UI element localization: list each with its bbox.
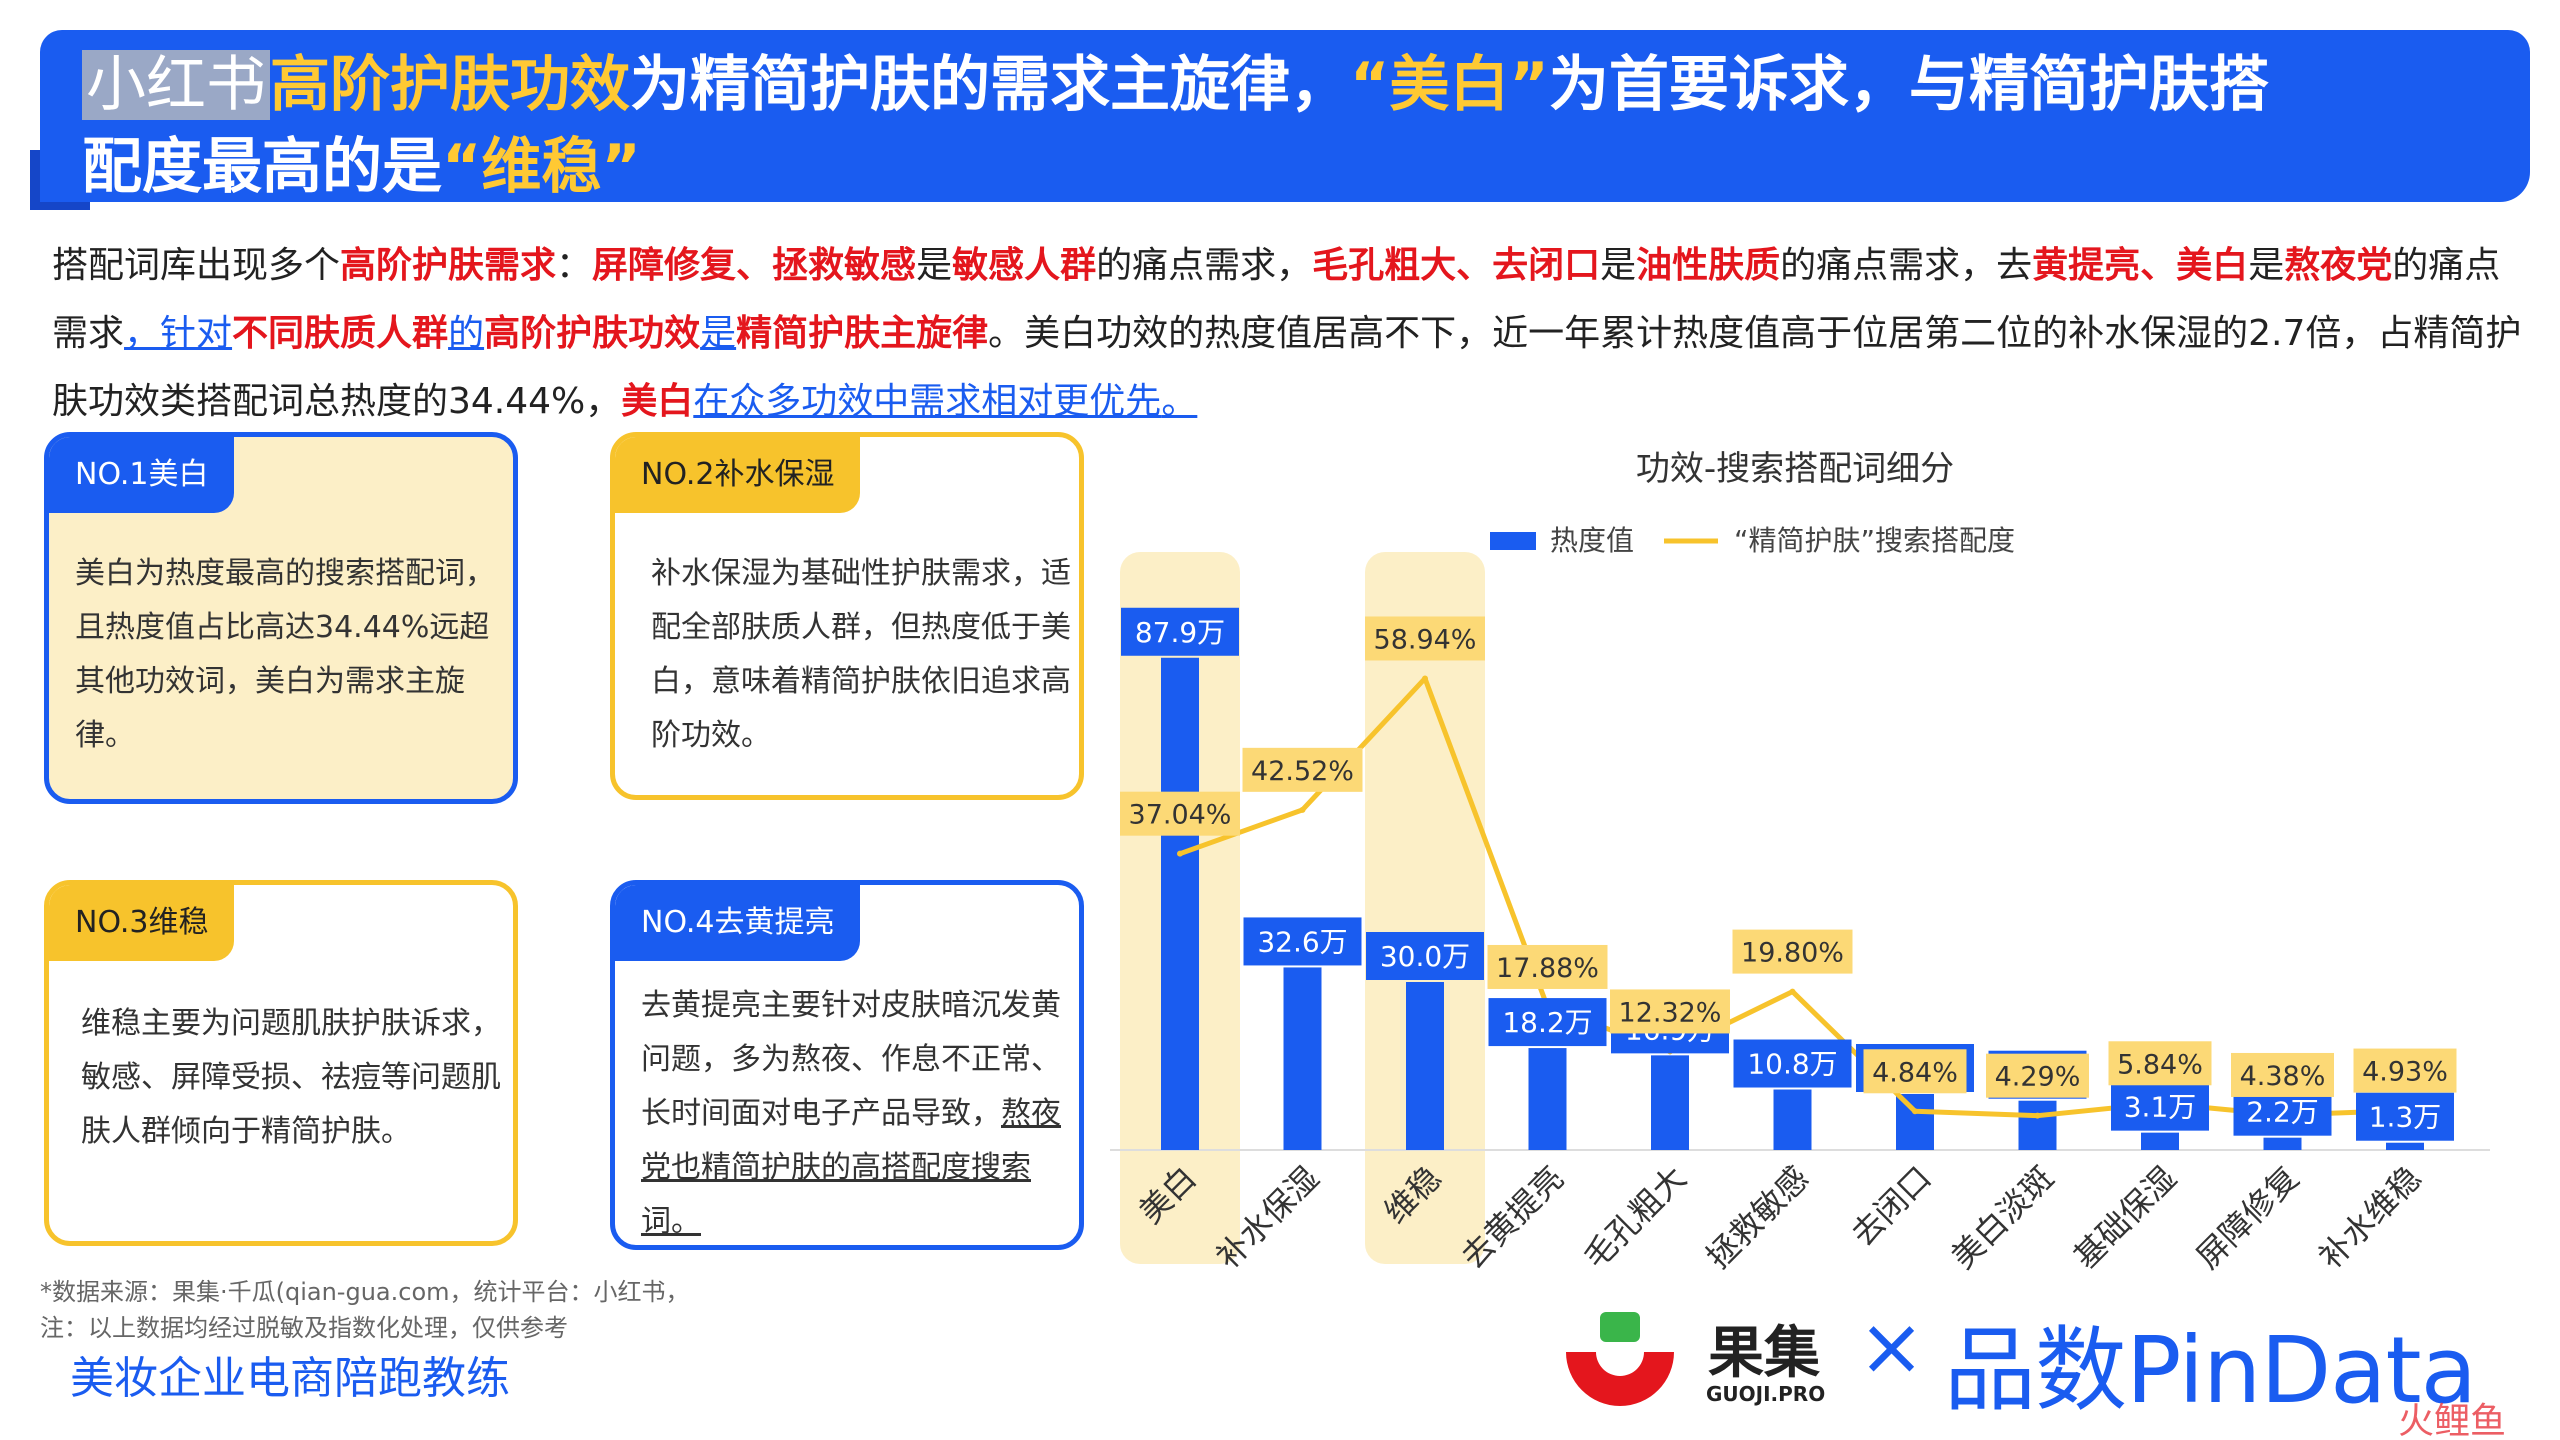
bar-9 <box>2263 1137 2302 1150</box>
card-body: 去黄提亮主要针对皮肤暗沉发黄问题，多为熬夜、作息不正常、长时间面对电子产品导致，… <box>641 988 1061 1239</box>
pindata-logo: 品数PinData <box>1944 1317 2477 1424</box>
line-label-bg-6 <box>1863 1049 1967 1094</box>
card-body: 美白为热度最高的搜索搭配词，且热度值占比高达34.44%远超其他功效词，美白为需… <box>75 556 495 753</box>
x-tick-label-4: 毛孔粗大 <box>1576 1159 1693 1276</box>
line-point-6 <box>1912 1108 1918 1115</box>
combo-chart: 功效-搜索搭配词细分 热度值 “精简护肤”搜索搭配度 87.9万 32.6万 30.… <box>1110 449 2490 1276</box>
line-label-bg-0 <box>1120 791 1240 836</box>
card-no2: NO.2补水保湿 补水保湿为基础性护肤需求，适配全部肤质人群，但热度低于美白，意… <box>610 432 1084 800</box>
bar-label-8: 3.1万 <box>2124 1091 2197 1124</box>
bar-2 <box>1406 982 1444 1150</box>
footnote-source: *数据来源：果集·千瓜(qian-gua.com，统计平台：小红书， <box>40 1278 690 1306</box>
line-label-bg-10 <box>2353 1048 2457 1093</box>
bar-10 <box>2386 1142 2424 1150</box>
bar-0 <box>1161 657 1199 1150</box>
line-point-7 <box>2034 1112 2041 1119</box>
bar-6 <box>1896 1094 1934 1150</box>
line-label-10: 4.93% <box>2362 1057 2448 1088</box>
line-label-4: 12.32% <box>1619 997 1722 1028</box>
x-tick-label-5: 拯救敏感 <box>1699 1159 1816 1276</box>
footnote-disclaimer: 注：以上数据均经过脱敏及指数化处理，仅供参考 <box>40 1314 568 1342</box>
bar-label-bg-10 <box>2356 1092 2454 1141</box>
line-label-7: 4.29% <box>1995 1062 2081 1093</box>
x-tick-label-8: 基础保湿 <box>2066 1159 2183 1276</box>
card-body: 补水保湿为基础性护肤需求，适配全部肤质人群，但热度低于美白，意味着精简护肤依旧追… <box>651 556 1071 753</box>
line-label-1: 42.52% <box>1251 756 1354 787</box>
line-label-3: 17.88% <box>1496 953 1599 984</box>
legend-label-line: “精简护肤”搜索搭配度 <box>1734 524 2015 557</box>
bar-3 <box>1528 1048 1567 1150</box>
card-no3: NO.3维稳 维稳主要为问题肌肤护肤诉求，敏感、屏障受损、祛痘等问题肌肤人群倾向… <box>44 880 518 1246</box>
bar-label-bg-3 <box>1488 998 1607 1047</box>
bar-4 <box>1651 1055 1689 1150</box>
line-label-bg-5 <box>1732 929 1853 974</box>
bar-label-9: 2.2万 <box>2246 1096 2319 1129</box>
line-label-5: 19.80% <box>1741 938 1844 969</box>
guoji-logo-text: 果集 <box>1708 1321 1820 1386</box>
bar-label-10: 1.3万 <box>2369 1101 2442 1134</box>
guoji-logo-icon <box>1566 1312 1674 1406</box>
x-tick-label-7: 美白淡斑 <box>1944 1159 2061 1276</box>
card-no4: NO.4去黄提亮 去黄提亮主要针对皮肤暗沉发黄问题，多为熬夜、作息不正常、长时间… <box>610 880 1084 1250</box>
line-label-0: 37.04% <box>1129 800 1232 831</box>
bar-8 <box>2141 1132 2179 1150</box>
card-tag: NO.3维稳 <box>49 885 235 961</box>
page-title-line1: 小红书高阶护肤功效为精简护肤的需求主旋律，“美白”为首要诉求，与精简护肤搭 <box>82 36 2269 123</box>
platform-tag: 小红书 <box>82 50 270 120</box>
line-label-bg-3 <box>1487 944 1608 989</box>
legend-label-bar: 热度值 <box>1550 524 1634 557</box>
brand-caption: 美妆企业电商陪跑教练 <box>70 1353 510 1404</box>
chart-legend: 热度值 “精简护肤”搜索搭配度 <box>1490 524 2015 557</box>
card-tag: NO.1美白 <box>49 437 235 513</box>
card-body: 维稳主要为问题肌肤护肤诉求，敏感、屏障受损、祛痘等问题肌肤人群倾向于精简护肤。 <box>81 1006 501 1149</box>
line-label-6: 4.84% <box>1872 1057 1958 1088</box>
line-label-bg-4 <box>1610 989 1730 1034</box>
chart-title: 功效-搜索搭配词细分 <box>1636 449 1954 489</box>
line-point-0 <box>1177 850 1183 857</box>
legend-swatch-bar <box>1490 532 1536 550</box>
bar-label-5: 10.8万 <box>1747 1048 1837 1081</box>
card-tag: NO.2补水保湿 <box>615 437 861 513</box>
x-tick-label-9: 屏障修复 <box>2189 1159 2306 1276</box>
line-point-5 <box>1789 988 1796 995</box>
x-tick-label-10: 补水维稳 <box>2311 1159 2428 1276</box>
bar-label-0: 87.9万 <box>1135 616 1225 649</box>
highlight-band-2 <box>1365 552 1485 1264</box>
bar-label-1: 32.6万 <box>1257 925 1347 958</box>
bar-label-bg-1 <box>1243 917 1362 966</box>
page-title-line2: 配度最高的是“维稳” <box>82 132 641 202</box>
line-label-2: 58.94% <box>1374 624 1477 655</box>
line-point-1 <box>1299 806 1306 813</box>
bar-label-2: 30.0万 <box>1380 940 1470 973</box>
line-label-9: 4.38% <box>2240 1061 2326 1092</box>
line-label-8: 5.84% <box>2117 1049 2203 1080</box>
bar-label-bg-2 <box>1366 932 1484 980</box>
watermark: 火鲤鱼 <box>2398 1401 2507 1440</box>
line-point-2 <box>1422 675 1428 682</box>
line-label-bg-8 <box>2108 1041 2212 1086</box>
card-tag: NO.4去黄提亮 <box>615 885 861 961</box>
x-tick-label-6: 去闭口 <box>1844 1159 1939 1254</box>
bar-label-3: 18.2万 <box>1502 1006 1592 1039</box>
bar-1 <box>1283 967 1322 1150</box>
card-no1: NO.1美白 美白为热度最高的搜索搭配词，且热度值占比高达34.44%远超其他功… <box>44 432 518 804</box>
line-label-bg-2 <box>1365 616 1485 661</box>
collab-times: × <box>1858 1300 1926 1393</box>
guoji-logo-url: GUOJI.PRO <box>1706 1382 1826 1406</box>
title-banner <box>40 30 2530 202</box>
bar-label-bg-5 <box>1733 1039 1852 1088</box>
line-label-bg-7 <box>1986 1053 2089 1098</box>
line-label-bg-1 <box>1242 747 1363 792</box>
intro-paragraph: 搭配词库出现多个高阶护肤需求：屏障修复、拯救敏感是敏感人群的痛点需求，毛孔粗大、… <box>52 245 2522 422</box>
bar-label-bg-8 <box>2111 1082 2209 1131</box>
bar-7 <box>2018 1100 2057 1150</box>
bar-label-bg-0 <box>1121 607 1239 656</box>
bar-5 <box>1773 1089 1812 1150</box>
line-label-bg-9 <box>2231 1052 2334 1097</box>
